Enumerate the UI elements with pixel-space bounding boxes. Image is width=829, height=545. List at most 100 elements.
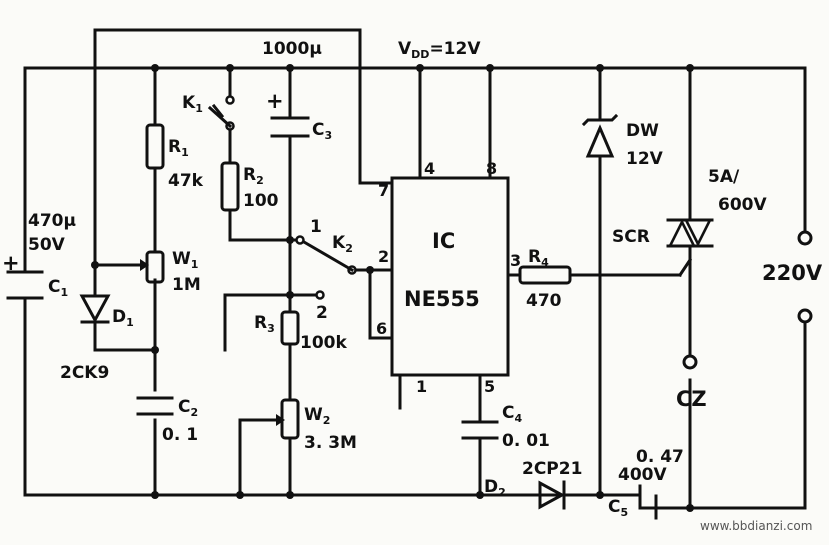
cz-label: CZ xyxy=(676,387,707,411)
r1-label: R1 xyxy=(168,137,189,159)
junction-dot xyxy=(286,64,294,72)
junction-dot xyxy=(486,64,494,72)
potentiometer-w2 xyxy=(276,398,300,440)
vdd-rail xyxy=(23,66,807,212)
c2-label: C2 xyxy=(178,397,198,419)
potentiometer-w1 xyxy=(120,250,165,284)
pin1-label: 1 xyxy=(416,377,427,396)
d2-label: D2 xyxy=(484,477,506,499)
capacitor-c2 xyxy=(136,396,174,416)
d1-wire xyxy=(93,263,157,352)
junction-dot xyxy=(236,491,244,499)
capacitor-c3: + xyxy=(266,89,310,138)
mains-terminal-top xyxy=(797,230,813,246)
c5-voltage-label: 400V xyxy=(618,465,667,485)
scr-label: SCR xyxy=(612,227,650,247)
scr-rating-a-label: 5A/ xyxy=(708,167,740,187)
resistor-r3 xyxy=(280,310,300,346)
pin4-label: 4 xyxy=(424,159,435,178)
ic-ne555 xyxy=(390,176,510,377)
w1-label: W1 xyxy=(172,249,198,271)
w1-value-label: 1M xyxy=(172,275,201,295)
triac-scr xyxy=(666,218,714,264)
k2-pos1-label: 1 xyxy=(310,217,322,237)
pin5-label: 5 xyxy=(484,377,495,396)
c4-value-label: 0. 01 xyxy=(502,431,550,451)
pin2-6-tie xyxy=(368,268,394,340)
d1-part-label: 2CK9 xyxy=(60,363,109,383)
w2-value-label: 3. 3M xyxy=(304,433,357,453)
scr-rating-v-label: 600V xyxy=(718,195,767,215)
dw-value-label: 12V xyxy=(626,149,664,169)
pin6-label: 6 xyxy=(376,319,387,338)
pin7-label: 7 xyxy=(378,181,389,200)
junction-dot xyxy=(366,266,374,274)
svg-text:+: + xyxy=(266,89,284,113)
junction-dot xyxy=(686,64,694,72)
gate-wire xyxy=(677,257,693,278)
c3-value-label: 1000µ xyxy=(262,39,322,59)
c5-value-label: 0. 47 xyxy=(636,447,684,467)
w2-wiper-wire xyxy=(238,418,278,497)
pin8-label: 8 xyxy=(486,159,497,178)
junction-dot xyxy=(596,491,604,499)
junction-dot xyxy=(226,64,234,72)
diode-d2 xyxy=(538,480,566,510)
r3-label: R3 xyxy=(254,313,275,335)
pin3-label: 3 xyxy=(510,251,521,270)
wires xyxy=(23,28,807,510)
socket-cz-terminal xyxy=(682,354,698,370)
junction-dot xyxy=(416,64,424,72)
junction-dot xyxy=(286,491,294,499)
capacitor-c5 xyxy=(638,484,658,520)
switch-k2 xyxy=(295,235,357,300)
r2-label: R2 xyxy=(243,165,264,187)
svg-text:+: + xyxy=(2,251,20,275)
junction-dot xyxy=(476,491,484,499)
r3-value-label: 100k xyxy=(300,333,347,353)
watermark: www.bbdianzi.com xyxy=(700,519,812,533)
capacitor-c4 xyxy=(461,420,499,440)
junction-dot xyxy=(596,64,604,72)
junction-dot xyxy=(91,261,99,269)
labels: 1000µ VDD=12V K1 C3 R1 47k R2 100 470µ 5… xyxy=(28,39,823,533)
r2-value-label: 100 xyxy=(243,191,279,211)
c5-label: C5 xyxy=(608,497,628,519)
junction-dot xyxy=(286,236,294,244)
pin2-label: 2 xyxy=(378,247,389,266)
junction-dot xyxy=(686,504,694,512)
resistor-r2 xyxy=(220,161,240,212)
zener-dw xyxy=(581,113,619,158)
pin7-loop-wire xyxy=(93,28,394,267)
mains-terminal-bottom xyxy=(797,308,813,324)
c4-label: C4 xyxy=(502,403,522,425)
resistor-r1 xyxy=(145,123,165,170)
vdd-label: VDD=12V xyxy=(398,39,481,61)
capacitor-c1: + xyxy=(2,251,44,317)
ic-title-label: IC xyxy=(432,229,455,253)
c1-value-label: 470µ xyxy=(28,211,76,231)
junction-dot xyxy=(151,491,159,499)
junction-dot xyxy=(151,64,159,72)
r4-value-label: 470 xyxy=(526,291,562,311)
ic-part-label: NE555 xyxy=(404,287,480,311)
junction-dot xyxy=(286,291,294,299)
mains-voltage-label: 220V xyxy=(762,261,823,285)
c3-label: C3 xyxy=(312,120,332,142)
c1-voltage-label: 50V xyxy=(28,235,66,255)
d2-part-label: 2CP21 xyxy=(522,459,582,479)
diode-d1 xyxy=(79,294,111,324)
junctions xyxy=(91,64,694,512)
r4-label: R4 xyxy=(528,247,549,269)
c2-value-label: 0. 1 xyxy=(162,425,198,445)
k2-pos2-label: 2 xyxy=(316,303,328,323)
resistor-r4 xyxy=(518,265,572,285)
c1-label: C1 xyxy=(48,277,68,299)
junction-dot xyxy=(151,346,159,354)
k2-label: K2 xyxy=(332,233,353,255)
d1-label: D1 xyxy=(112,307,134,329)
switch-k1 xyxy=(207,95,235,131)
r1-value-label: 47k xyxy=(168,171,204,191)
